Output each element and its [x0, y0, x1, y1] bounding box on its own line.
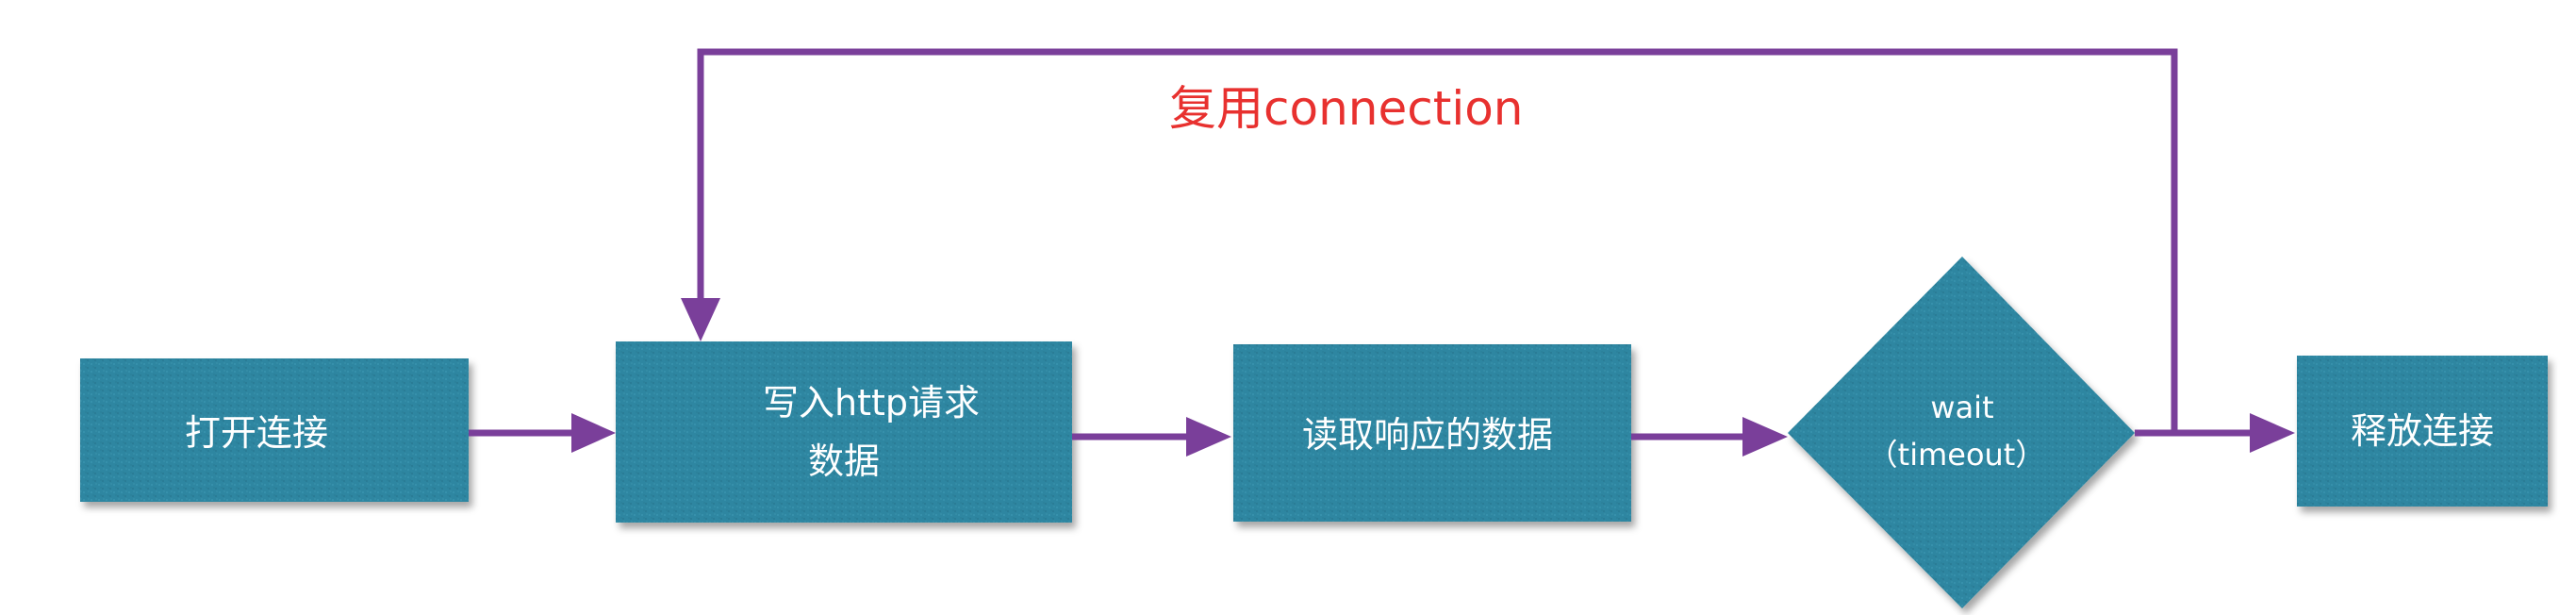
node-release-connection-label: 释放连接 — [2351, 410, 2494, 452]
node-release-connection — [2297, 356, 2548, 507]
node-open-connection-label: 打开连接 — [185, 412, 328, 454]
node-read-response-label: 读取响应的数据 — [1302, 414, 1553, 456]
node-write-request-label-line1: 写入http请求 — [763, 382, 980, 424]
arrow-write-to-read — [1072, 417, 1231, 457]
arrow-reuse-loop — [681, 48, 2178, 433]
arrow-wait-to-release — [2135, 413, 2295, 453]
arrow-open-to-write — [469, 413, 616, 453]
node-wait-label-line2: （timeout） — [1868, 437, 2046, 473]
node-write-request — [616, 341, 1072, 523]
node-write-request-label-line2: 数据 — [808, 440, 880, 482]
node-wait-decision — [1788, 257, 2135, 608]
node-read-response — [1233, 344, 1631, 522]
node-wait-label-line1: wait — [1930, 390, 1993, 425]
node-open-connection — [80, 358, 469, 502]
reuse-connection-label: 复用connection — [1169, 81, 1524, 136]
arrow-read-to-wait — [1631, 417, 1788, 457]
